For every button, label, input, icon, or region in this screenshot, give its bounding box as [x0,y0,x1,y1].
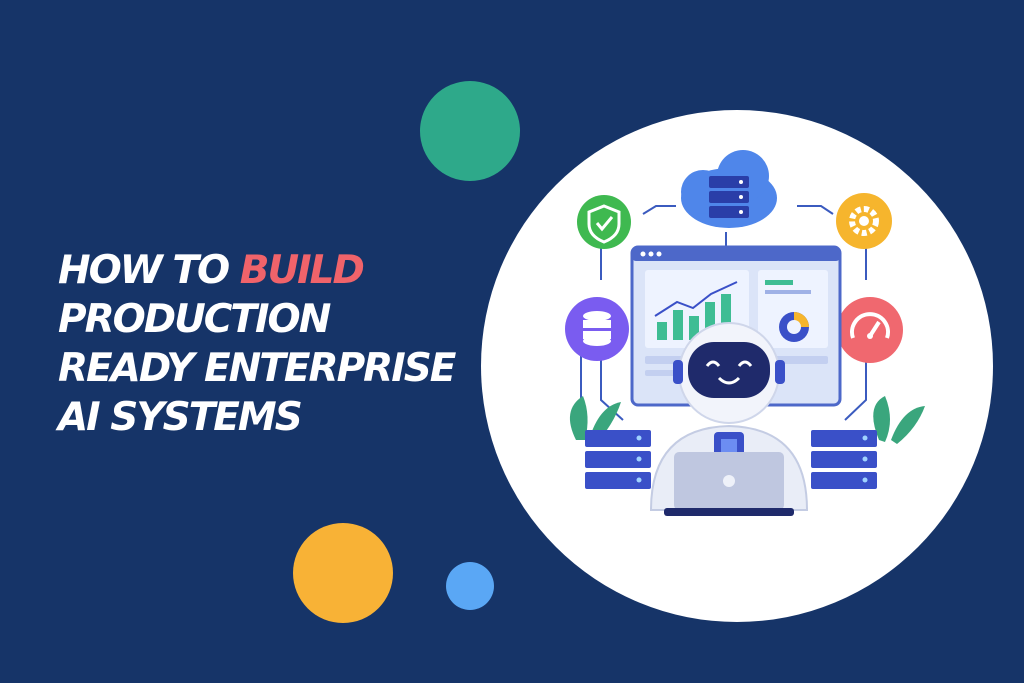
headline-line-1: HOW TO BUILD [58,246,478,295]
headline-accent: BUILD [239,248,365,293]
decorative-yellow-dot [293,523,393,623]
cloud-server-icon [681,150,777,228]
plant [569,396,925,444]
ai-illustration [565,150,925,516]
headline-line-4: AI SYSTEMS [58,395,303,440]
shield-check-icon [577,195,631,249]
gear-icon [836,193,892,249]
decorative-green-dot [420,81,520,181]
laptop [664,452,794,516]
headline-line-2: PRODUCTION [58,297,331,342]
speedometer-icon [837,297,903,363]
database-icon [565,297,629,361]
headline: HOW TO BUILD PRODUCTION READY ENTERPRISE… [58,246,478,442]
decorative-blue-dot [446,562,494,610]
server-rack [585,430,877,489]
headline-line-3: READY ENTERPRISE [58,346,456,391]
headline-prefix: HOW TO [58,248,240,293]
